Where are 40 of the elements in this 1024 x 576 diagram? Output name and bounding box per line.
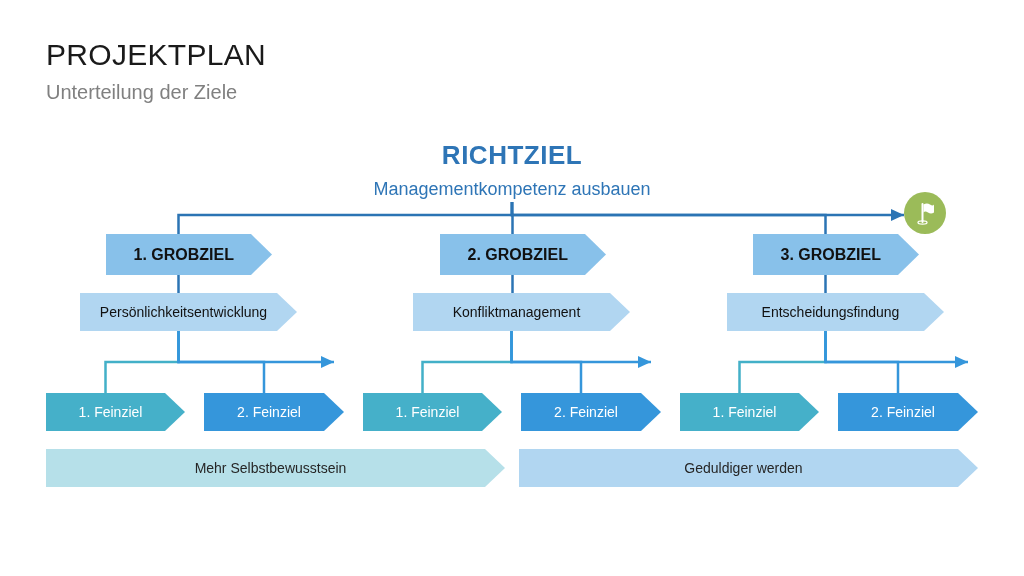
step-label: 2. Feinziel [554,404,618,420]
step-label: 1. Feinziel [712,404,777,420]
step-arrow-box [680,393,819,431]
goal-subheading: Managementkompetenz ausbauen [373,178,651,200]
step-arrow-box [838,393,978,431]
goal-label: 1. GROBZIEL [133,245,234,264]
step-label: 1. Feinziel [395,404,460,420]
step-arrow-box [363,393,502,431]
page-subtitle: Unterteilung der Ziele [46,81,238,104]
topic-arrow-box [80,293,297,331]
topic-arrow-box [727,293,944,331]
goal-label: 2. GROBZIEL [467,245,568,264]
arrow [177,331,334,368]
topic-label: Entscheidungsfindung [761,304,900,320]
step-arrow-box [204,393,344,431]
outcome-label: Mehr Selbstbewusstsein [194,460,347,476]
goal-arrow-box [440,234,606,275]
step-label: 2. Feinziel [237,404,301,420]
topic-arrow-box [413,293,630,331]
step-arrow-box [521,393,661,431]
step-arrow-box [46,393,185,431]
flag-icon [904,192,946,234]
outcome-label: Geduldiger werden [684,460,803,476]
goal-heading: RICHTZIEL [441,140,583,170]
outcome-arrow-band [519,449,978,487]
step-label: 2. Feinziel [871,404,935,420]
page-title: PROJEKTPLAN [46,38,267,72]
arrow [510,202,904,221]
connector-line [511,275,514,293]
arrow [510,331,651,368]
goal-arrow-box [753,234,919,275]
step-label: 1. Feinziel [78,404,143,420]
topic-label: Persönlichkeitsentwicklung [99,304,268,320]
goal-arrow-box [106,234,272,275]
arrow [824,331,968,368]
connector-line [177,275,180,293]
connector-line [824,275,827,293]
goal-label: 3. GROBZIEL [780,245,881,264]
topic-label: Konfliktmanagement [452,304,581,320]
outcome-arrow-band [46,449,505,487]
